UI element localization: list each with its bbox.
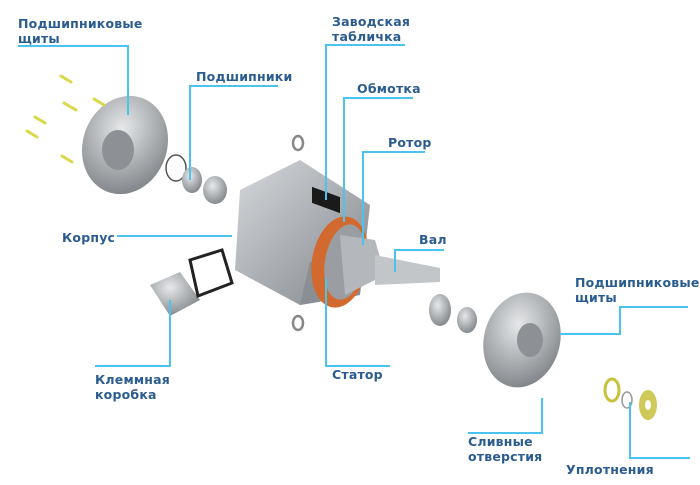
right-parts [429, 292, 657, 420]
label-line: Подшипниковые [18, 16, 143, 31]
label-rotor: Ротор [388, 135, 432, 150]
label-bearings: Подшипники [196, 69, 293, 84]
label-seals: Уплотнения [566, 462, 654, 477]
terminal-box [150, 248, 234, 316]
label-line: Клеммная [95, 372, 170, 387]
label-winding: Обмотка [357, 81, 421, 96]
label-stator: Статор [332, 367, 383, 382]
label-line: Сливные [468, 434, 533, 449]
label-line: табличка [332, 29, 402, 44]
left-end-shield [81, 95, 169, 195]
left-bolts [25, 74, 106, 164]
label-line: щиты [575, 290, 617, 305]
label-housing: Корпус [62, 230, 116, 245]
label-line: щиты [18, 31, 60, 46]
label-line: Заводская [332, 14, 411, 29]
label-line: Подшипниковые [575, 275, 700, 290]
label-line: отверстия [468, 449, 543, 464]
rotor [340, 235, 440, 295]
leader-lines [18, 44, 690, 459]
label-line: коробка [95, 387, 157, 402]
bearing-left [165, 154, 227, 204]
label-shaft: Вал [419, 232, 447, 247]
